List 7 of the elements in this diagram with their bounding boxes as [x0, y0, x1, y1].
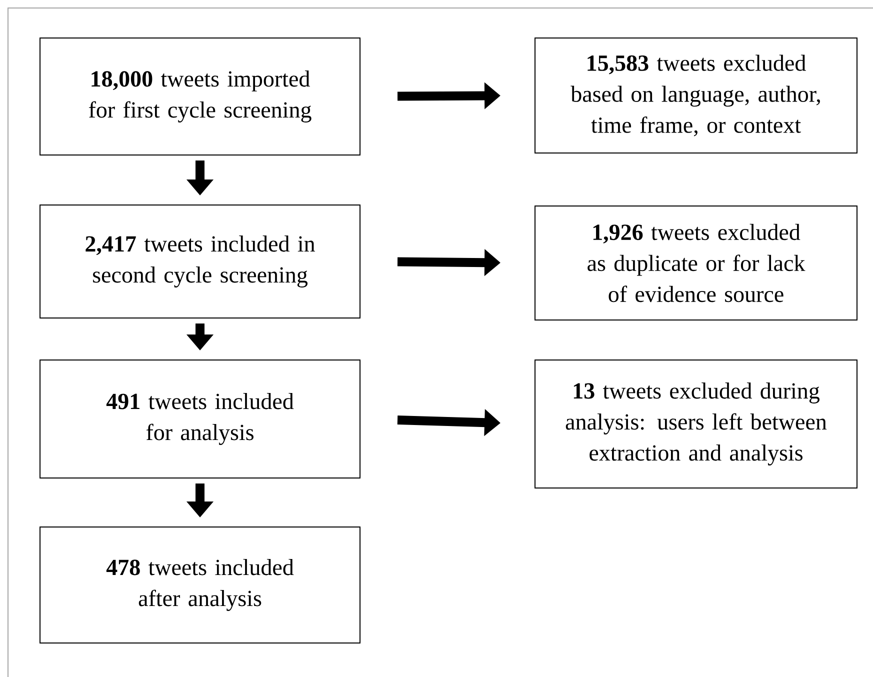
process-box: 491 tweets included for analysis — [40, 359, 360, 478]
process-box: 13 tweets excluded during analysis: users left between extraction and analysis — [534, 359, 858, 488]
process-box: 1,926 tweets excluded as duplicate or for lack of evidence source — [534, 206, 858, 320]
process-box: 18,000 tweets imported for first cycle screening — [40, 38, 360, 156]
process-box: 2,417 tweets included in second cycle screening — [40, 204, 360, 318]
process-box: 478 tweets included after analysis — [40, 526, 360, 644]
process-box: 15,583 tweets excluded based on language, author, time frame, or context — [534, 38, 858, 154]
